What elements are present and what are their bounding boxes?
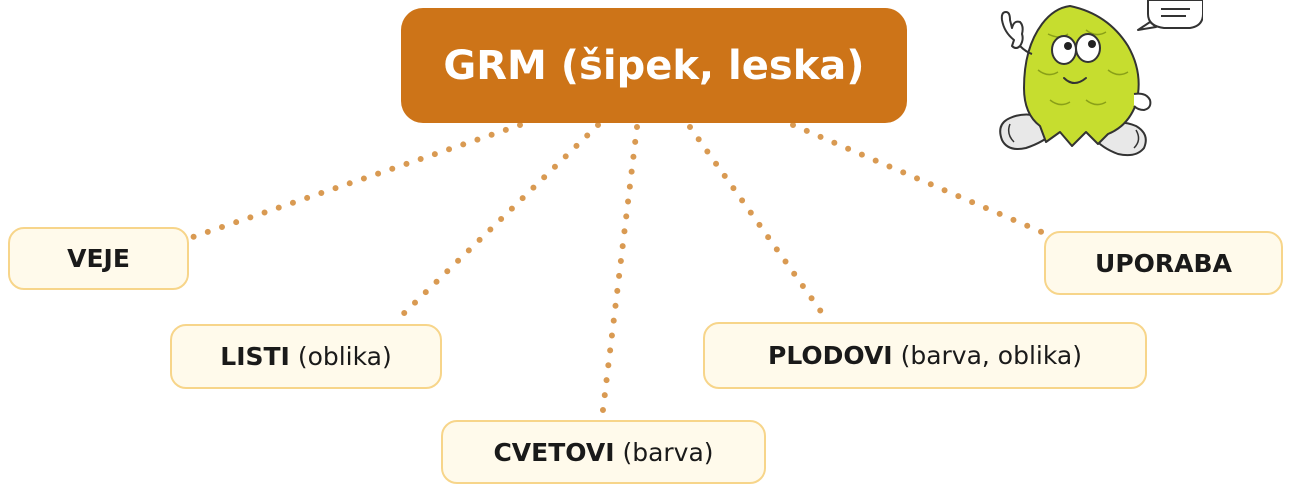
connector-veje — [187, 122, 523, 241]
node-uporaba-title: UPORABA — [1095, 248, 1232, 278]
node-listi-title: LISTI — [220, 342, 290, 371]
node-uporaba: UPORABA — [1044, 231, 1283, 295]
node-cvetovi-detail: (barva) — [622, 437, 714, 467]
node-listi-detail: (oblika) — [297, 342, 392, 371]
connector-cvetovi — [599, 124, 640, 421]
root-node: GRM (šipek, leska) — [401, 8, 907, 123]
node-listi: LISTI (oblika) — [170, 324, 442, 389]
node-veje-title: VEJE — [67, 244, 130, 273]
node-plodovi: PLODOVI (barva, oblika) — [703, 322, 1147, 389]
root-label: GRM (šipek, leska) — [443, 42, 865, 89]
node-plodovi-detail: (barva, oblika) — [900, 341, 1082, 370]
connector-plodovi — [687, 124, 830, 323]
node-veje: VEJE — [8, 227, 189, 290]
connector-listi — [392, 122, 601, 325]
speech-bubble-icon — [1137, 0, 1203, 31]
connector-uporaba — [790, 122, 1047, 236]
node-cvetovi: CVETOVI (barva) — [441, 420, 766, 484]
hop-cone-mascot-icon — [999, 0, 1203, 157]
node-cvetovi-title: CVETOVI — [493, 437, 615, 467]
node-plodovi-title: PLODOVI — [768, 341, 893, 370]
